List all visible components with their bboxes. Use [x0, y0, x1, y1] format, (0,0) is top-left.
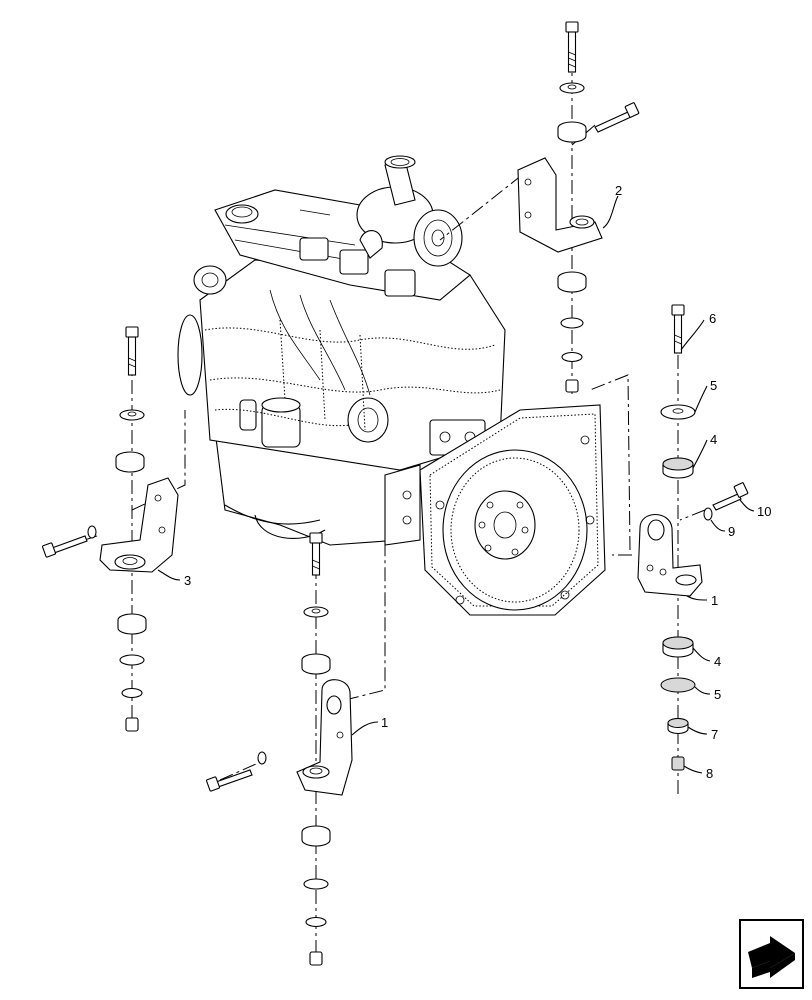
mount-1-right-hardware-stack: [637, 304, 749, 771]
engine-assembly: [177, 155, 606, 616]
callout-1-right: 1: [711, 593, 718, 608]
callout-numbers: 2 3 1 1 6 5 4 4 5 7 8 9 10: [184, 183, 771, 781]
callout-5-lower: 5: [714, 687, 721, 702]
mount-1-lower-hardware-stack: [205, 532, 353, 966]
callout-5-upper: 5: [710, 378, 717, 393]
next-page-arrow-icon[interactable]: [739, 919, 804, 989]
callout-4-lower: 4: [714, 654, 721, 669]
callout-6: 6: [709, 311, 716, 326]
callout-7: 7: [711, 727, 718, 742]
mount-2-hardware-stack: [517, 21, 640, 393]
callout-2: 2: [615, 183, 622, 198]
mount-3-hardware-stack: [41, 326, 179, 732]
callout-4-upper: 4: [710, 432, 717, 447]
callout-8: 8: [706, 766, 713, 781]
callout-leaders: [157, 195, 755, 774]
callout-10: 10: [757, 504, 771, 519]
callout-3: 3: [184, 573, 191, 588]
callout-1-lower: 1: [381, 715, 388, 730]
callout-9: 9: [728, 524, 735, 539]
